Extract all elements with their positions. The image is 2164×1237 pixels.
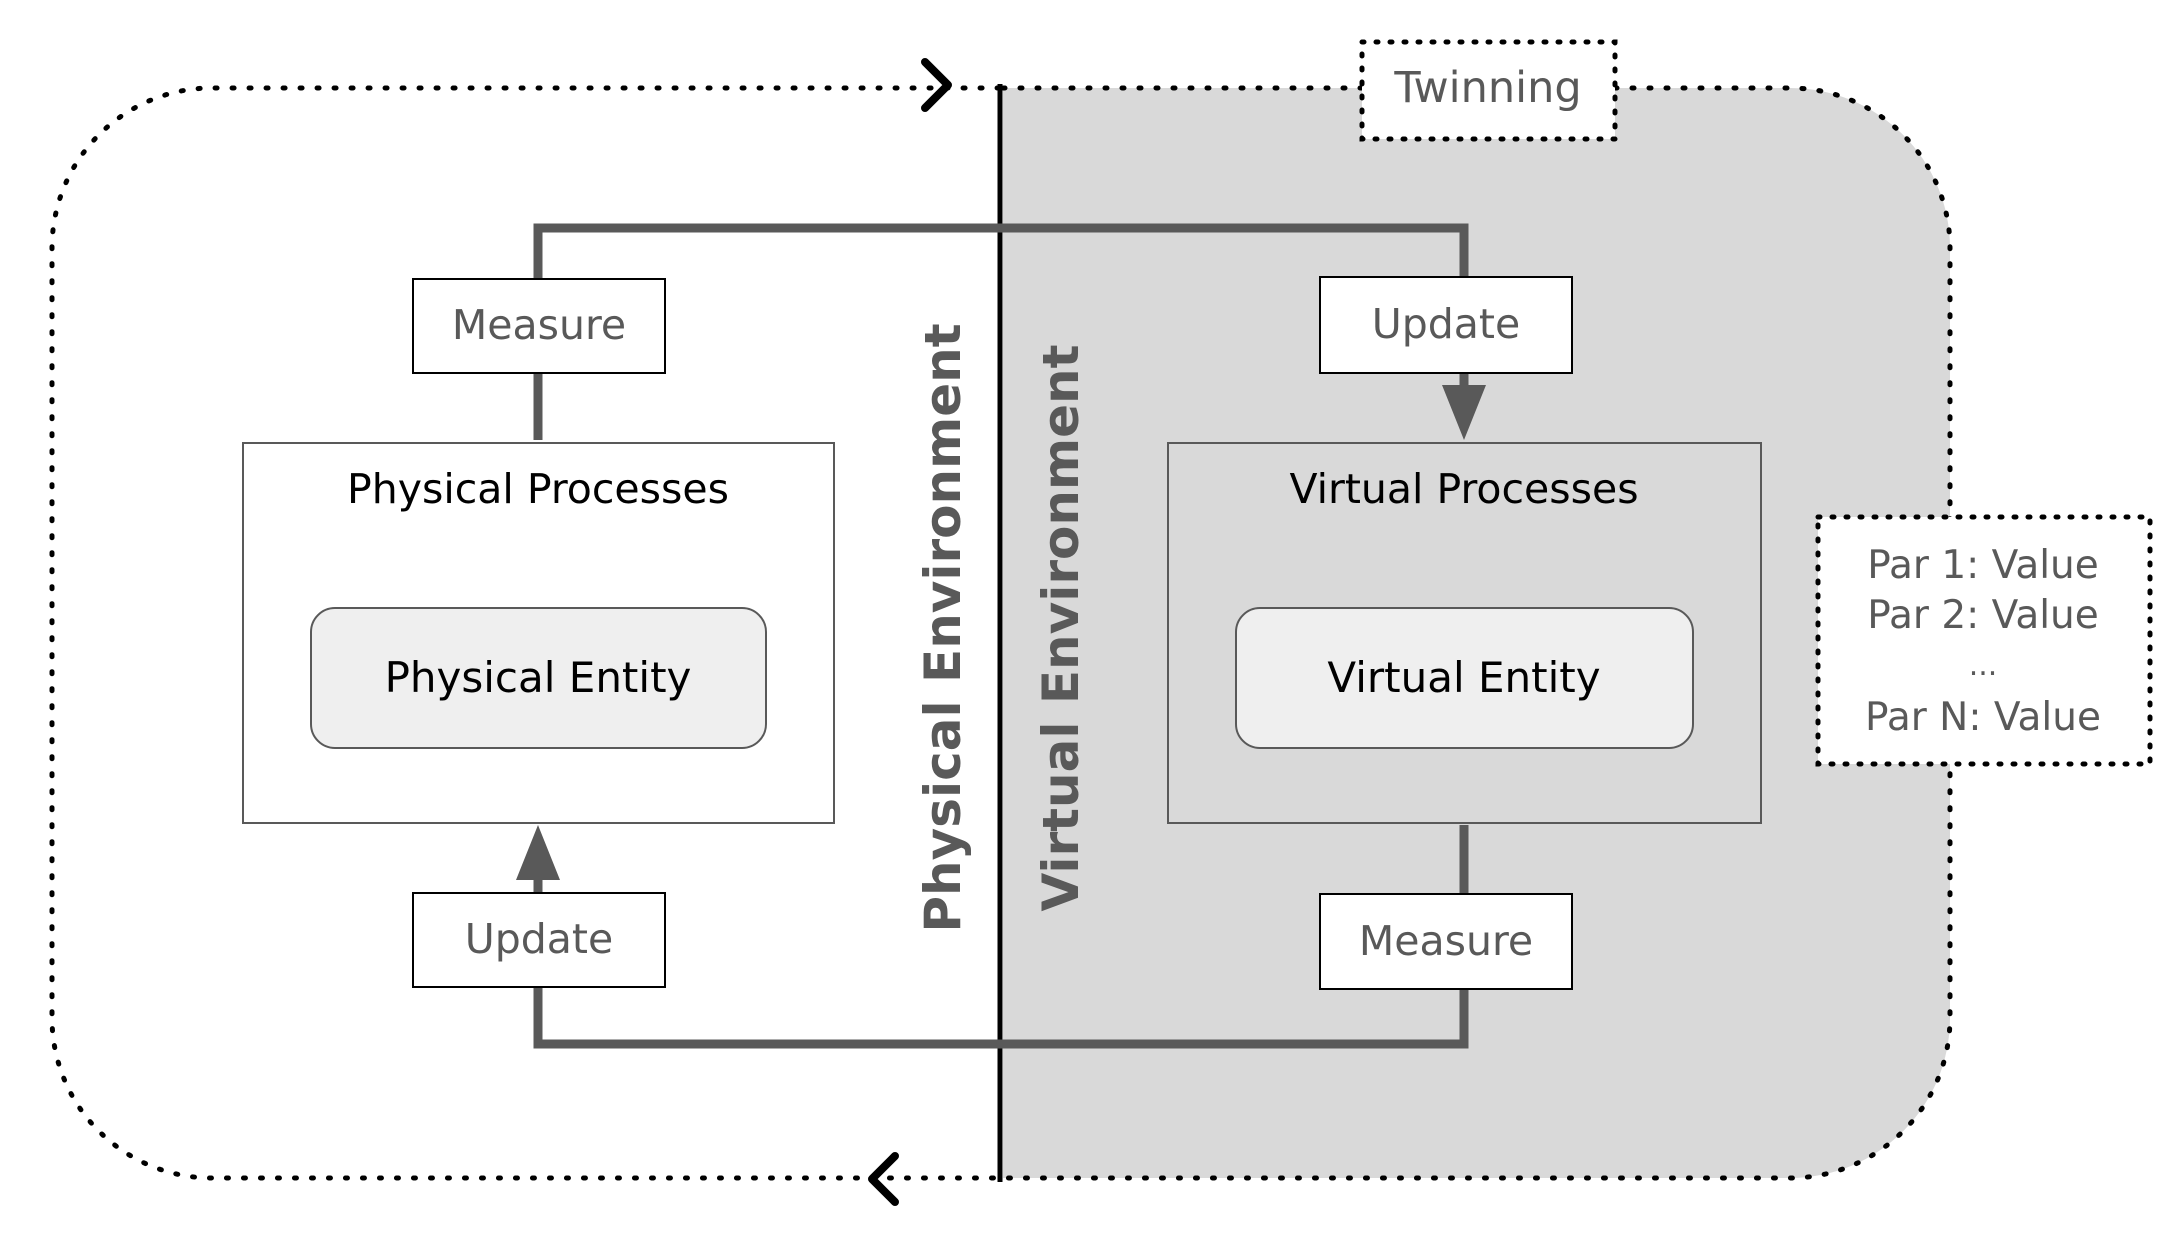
parameter-ellipsis: ... — [1969, 648, 1998, 683]
virtual-entity-label: Virtual Entity — [1327, 653, 1600, 702]
physical-measure-box — [412, 278, 666, 374]
physical-entity-label: Physical Entity — [385, 653, 692, 702]
parameters-box — [1815, 514, 2153, 767]
arrow-into-virtual-processes-icon — [1442, 385, 1486, 440]
virtual-update-box — [1319, 276, 1573, 374]
parameter-line: Par N: Value — [1865, 695, 2101, 740]
virtual-measure-label: Measure — [1359, 917, 1533, 965]
physical-update-box — [412, 892, 666, 988]
physical-entity-box — [310, 607, 767, 749]
parameter-line: Par 1: Value — [1867, 543, 2099, 588]
arrow-into-physical-processes-icon — [516, 825, 560, 880]
physical-measure-label: Measure — [452, 301, 626, 349]
loop-arrow-right-icon — [921, 58, 952, 112]
virtual-processes-label: Virtual Processes — [1289, 465, 1638, 513]
virtual-update-label: Update — [1372, 300, 1521, 348]
virtual-environment-label: Virtual Environment — [1032, 345, 1090, 912]
parameter-line: Par 2: Value — [1867, 593, 2099, 638]
twinning-label: Twinning — [1393, 63, 1581, 113]
physical-update-label: Update — [465, 915, 614, 963]
virtual-entity-box — [1235, 607, 1694, 749]
virtual-measure-box — [1319, 893, 1573, 990]
physical-processes-label: Physical Processes — [347, 465, 729, 513]
loop-arrow-left-icon — [868, 1152, 899, 1206]
twinning-label-box — [1359, 39, 1618, 142]
physical-environment-label: Physical Environment — [914, 323, 972, 932]
